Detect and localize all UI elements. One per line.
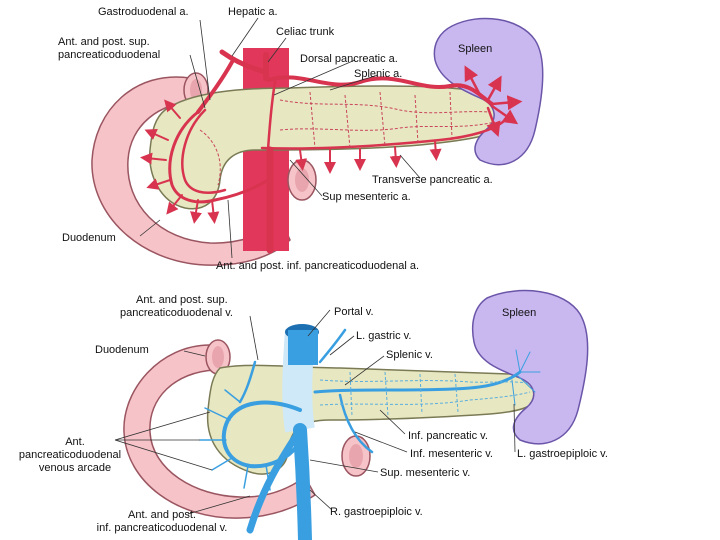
- label-splenic-artery: Splenic a.: [354, 68, 403, 80]
- splenic-artery-vessel: [266, 75, 494, 106]
- label-portal-vein: Portal v.: [334, 306, 374, 318]
- hepatic-artery-vessel: [219, 49, 269, 75]
- venous-drainage-panel: [114, 289, 589, 540]
- label-sup-pancreaticoduodenal-vein-1: Ant. and post. sup.: [136, 294, 228, 306]
- label-duodenum-top: Duodenum: [62, 232, 116, 244]
- arterial-supply-panel: [91, 17, 544, 266]
- label-splenic-vein: Splenic v.: [386, 349, 433, 361]
- transverse-pancreatic-artery-vessel: [260, 118, 507, 150]
- label-gastroduodenal-artery: Gastroduodenal a.: [98, 6, 189, 18]
- label-r-gastroepiploic-vein: R. gastroepiploic v.: [330, 506, 423, 518]
- duodenum-top: [91, 76, 291, 266]
- label-inf-mesenteric-vein: Inf. mesenteric v.: [410, 448, 493, 460]
- label-venous-arcade-3: venous arcade: [38, 462, 112, 474]
- label-sup-mesenteric-artery: Sup mesenteric a.: [322, 191, 411, 203]
- label-venous-arcade-1: Ant.: [65, 436, 85, 448]
- label-inf-pancreaticoduodenal-vein-1: Ant. and post.: [128, 509, 196, 521]
- label-sup-pancreaticoduodenal-vein-2: pancreaticoduodenal v.: [120, 307, 233, 319]
- label-transverse-pancreatic-artery: Transverse pancreatic a.: [372, 174, 493, 186]
- inf-pancreaticoduodenal-vessel: [213, 178, 270, 202]
- label-sup-pancreaticoduodenal-1: Ant. and post. sup.: [58, 36, 150, 48]
- label-celiac-trunk: Celiac trunk: [276, 26, 335, 38]
- label-spleen-top: Spleen: [458, 43, 493, 55]
- label-spleen-bottom: Spleen: [502, 307, 537, 319]
- splenic-vein-vessel: [313, 370, 522, 394]
- l-gastric-vein-vessel: [318, 328, 347, 364]
- dorsal-pancreatic-artery-vessel: [266, 80, 277, 152]
- label-inf-pancreaticoduodenal-artery: Ant. and post. inf. pancreaticoduodenal …: [216, 260, 420, 272]
- label-sup-pancreaticoduodenal-2: pancreaticoduodenal: [58, 49, 161, 61]
- gastroduodenal-artery-vessel: [196, 60, 234, 114]
- label-sup-mesenteric-vein: Sup. mesenteric v.: [380, 467, 471, 479]
- spleen-bottom: [471, 289, 589, 445]
- label-venous-arcade-2: pancreaticoduodenal: [18, 449, 122, 461]
- label-inf-pancreatic-vein: Inf. pancreatic v.: [408, 430, 488, 442]
- label-l-gastroepiploic-vein: L. gastroepiploic v.: [517, 448, 608, 460]
- label-duodenum-bottom: Duodenum: [95, 344, 149, 356]
- inf-mesenteric-vein-vessel: [338, 393, 374, 454]
- label-hepatic-artery: Hepatic a.: [228, 6, 278, 18]
- pancreaticoduodenal-venous-arcade: [221, 400, 302, 469]
- sup-pancreaticoduodenal-arcade: [168, 110, 217, 204]
- label-dorsal-pancreatic-artery: Dorsal pancreatic a.: [300, 53, 398, 65]
- label-l-gastric-vein: L. gastric v.: [356, 330, 412, 342]
- label-inf-pancreaticoduodenal-vein-2: inf. pancreaticoduodenal v.: [96, 522, 228, 534]
- sup-mesenteric-vein-vessel: [293, 423, 312, 540]
